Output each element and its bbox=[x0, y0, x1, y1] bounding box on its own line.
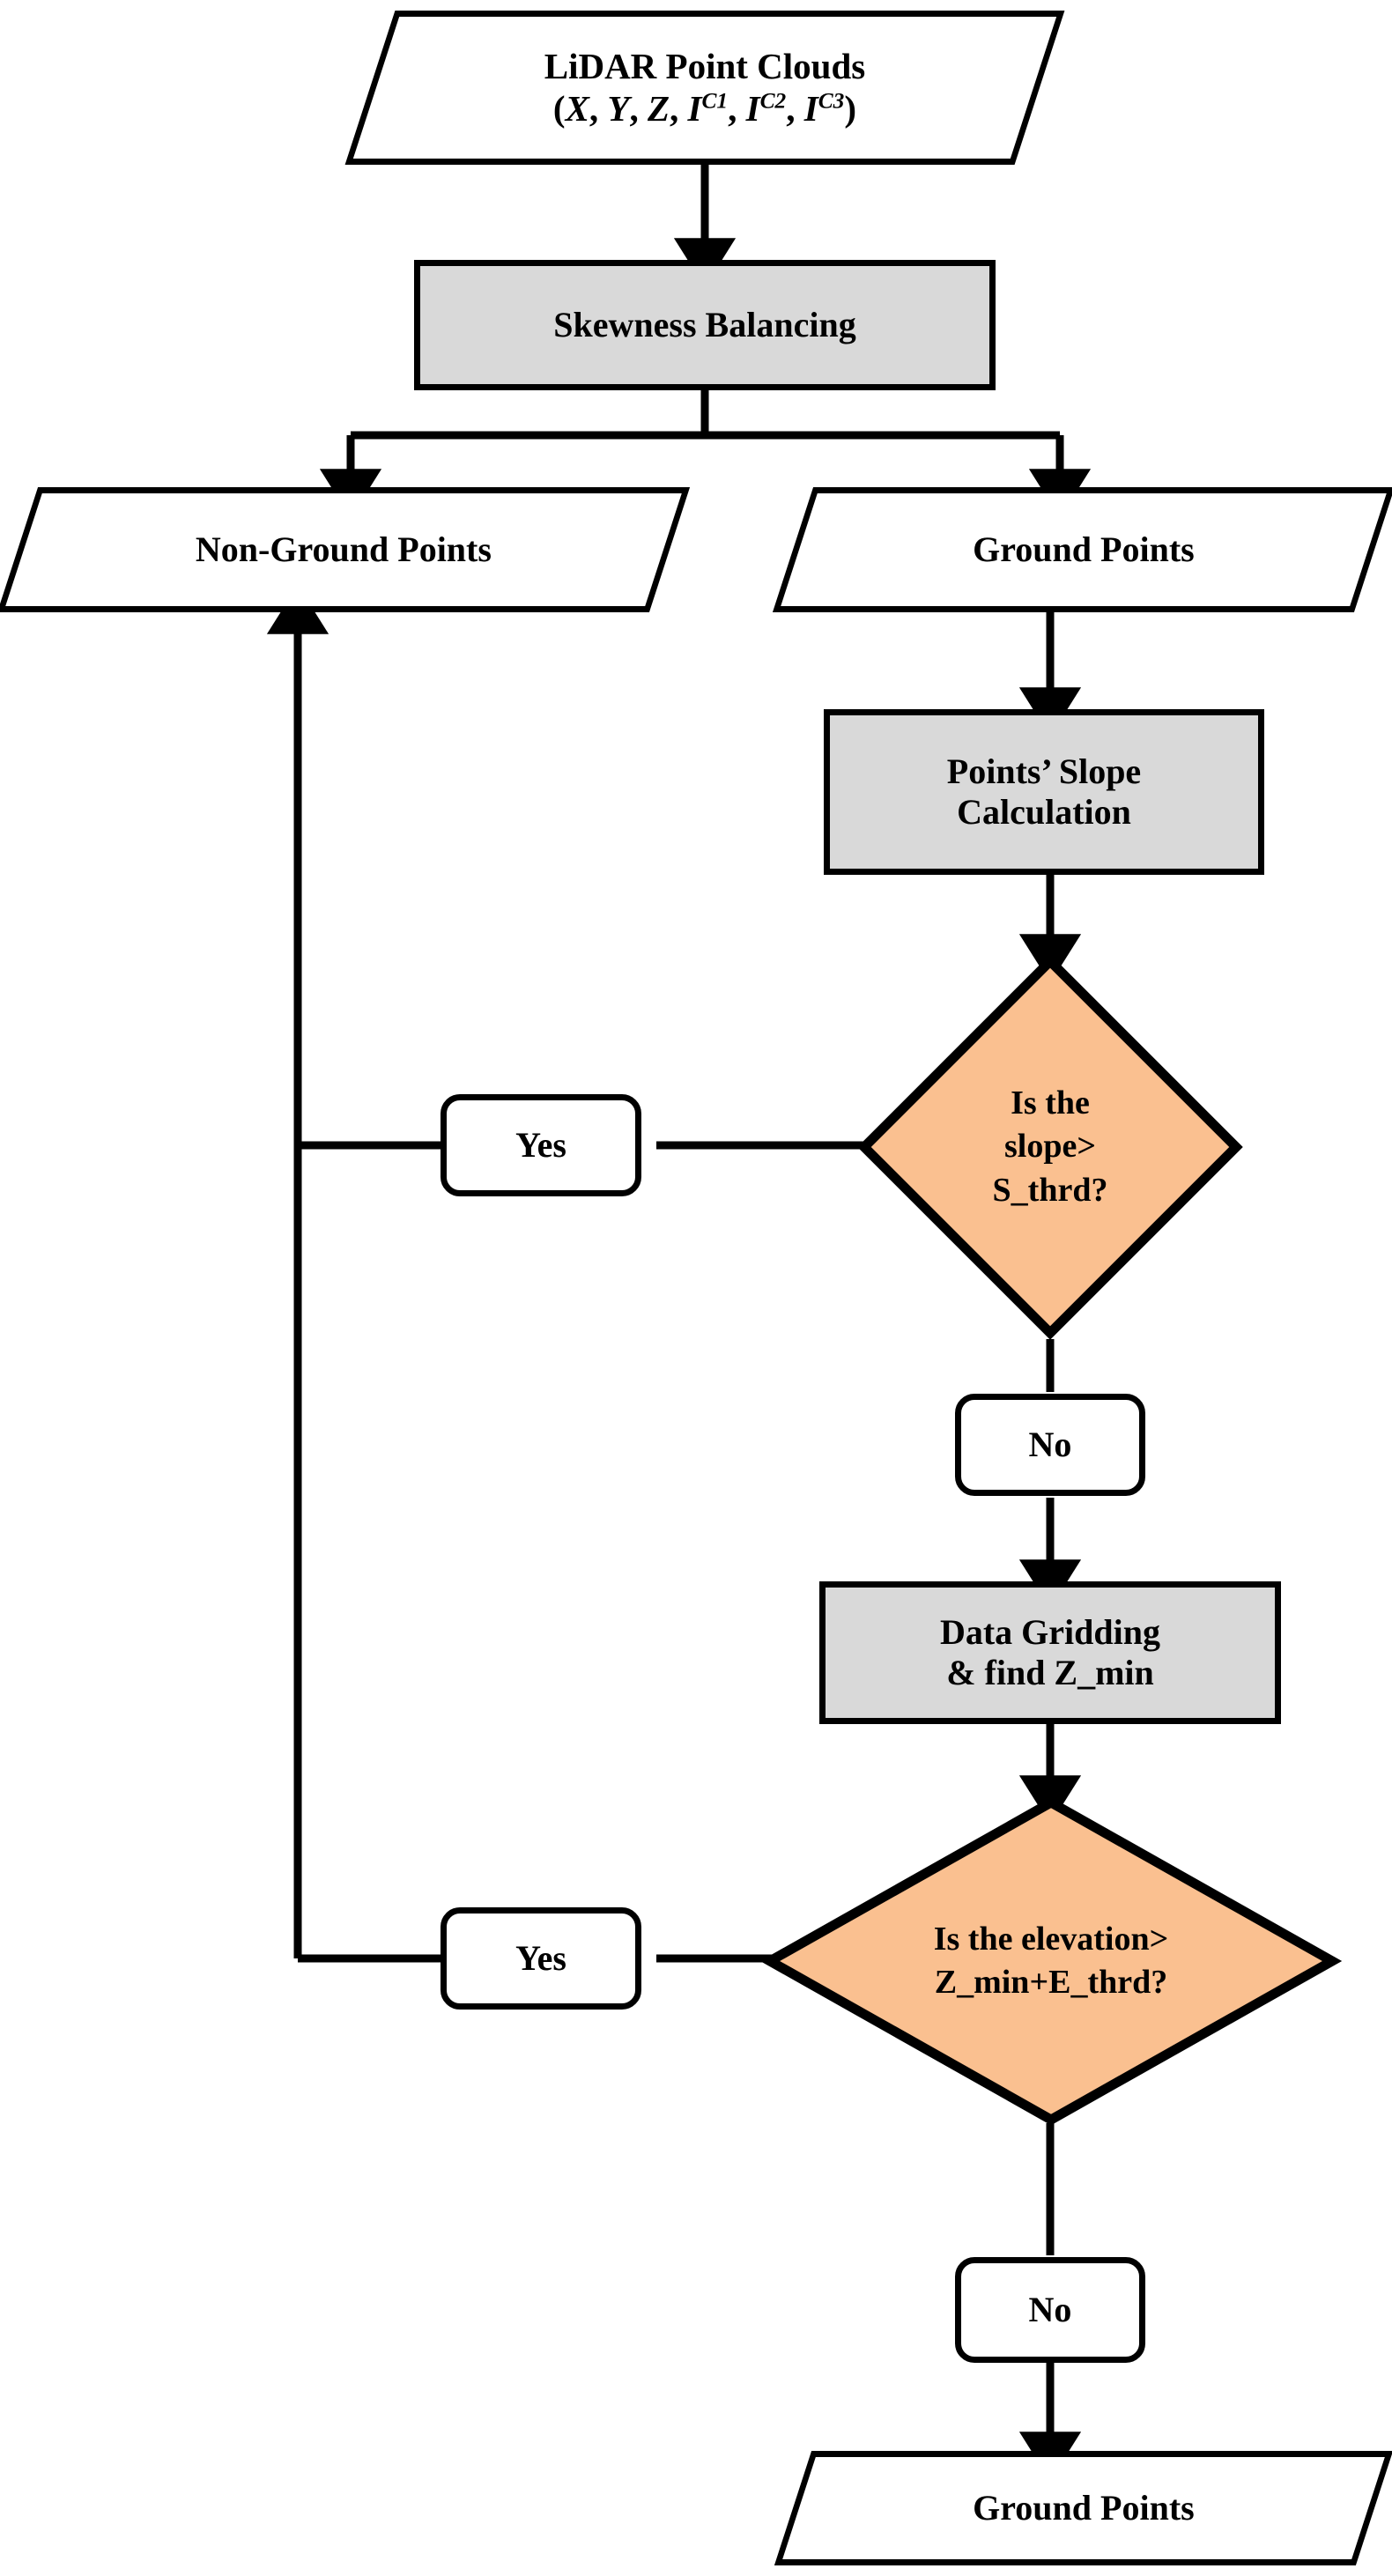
node-elevation-yes[interactable]: Yes bbox=[441, 1907, 641, 2010]
ground-points-final-label: Ground Points bbox=[973, 2487, 1195, 2528]
data-gridding-label: Data Gridding & find Z_min bbox=[940, 1612, 1160, 1694]
slope-calc-label: Points’ Slope Calculation bbox=[947, 751, 1141, 833]
skewness-balancing-label: Skewness Balancing bbox=[553, 304, 856, 344]
input-lidar-line1: LiDAR Point Clouds bbox=[544, 45, 866, 86]
data-gridding-line1: Data Gridding bbox=[939, 1611, 1161, 1652]
input-lidar-line2: (X, Y, Z, IC1, IC2, IC3) bbox=[552, 87, 857, 129]
node-ground-points-final[interactable]: Ground Points bbox=[774, 2451, 1392, 2565]
non-ground-points-label: Non-Ground Points bbox=[195, 529, 492, 569]
elevation-decision-diamond-shape bbox=[759, 1796, 1343, 2126]
elevation-no-label: No bbox=[1028, 2289, 1072, 2329]
node-non-ground-points[interactable]: Non-Ground Points bbox=[0, 487, 691, 612]
slope-calc-line1: Points’ Slope bbox=[946, 751, 1142, 791]
input-lidar-label: LiDAR Point Clouds (X, Y, Z, IC1, IC2, I… bbox=[376, 46, 1033, 130]
node-data-gridding[interactable]: Data Gridding & find Z_min bbox=[819, 1581, 1281, 1724]
elevation-yes-label: Yes bbox=[515, 1937, 566, 1978]
data-gridding-line2: & find Z_min bbox=[946, 1653, 1154, 1692]
node-ground-points-top[interactable]: Ground Points bbox=[772, 487, 1392, 612]
node-points-slope-calculation[interactable]: Points’ Slope Calculation bbox=[824, 709, 1264, 875]
node-input-lidar-point-clouds[interactable]: LiDAR Point Clouds (X, Y, Z, IC1, IC2, I… bbox=[344, 11, 1065, 165]
node-slope-decision[interactable]: Is the slope> S_thrd? bbox=[857, 954, 1243, 1340]
node-slope-no[interactable]: No bbox=[955, 1394, 1145, 1496]
slope-calc-line2: Calculation bbox=[957, 792, 1131, 832]
node-slope-yes[interactable]: Yes bbox=[441, 1094, 641, 1196]
slope-yes-label: Yes bbox=[515, 1124, 566, 1165]
node-skewness-balancing[interactable]: Skewness Balancing bbox=[414, 260, 996, 390]
slope-decision-diamond-shape bbox=[857, 954, 1243, 1340]
slope-no-label: No bbox=[1028, 1424, 1072, 1464]
ground-points-top-label: Ground Points bbox=[973, 529, 1195, 569]
node-elevation-decision[interactable]: Is the elevation> Z_min+E_thrd? bbox=[759, 1796, 1343, 2126]
node-elevation-no[interactable]: No bbox=[955, 2257, 1145, 2363]
